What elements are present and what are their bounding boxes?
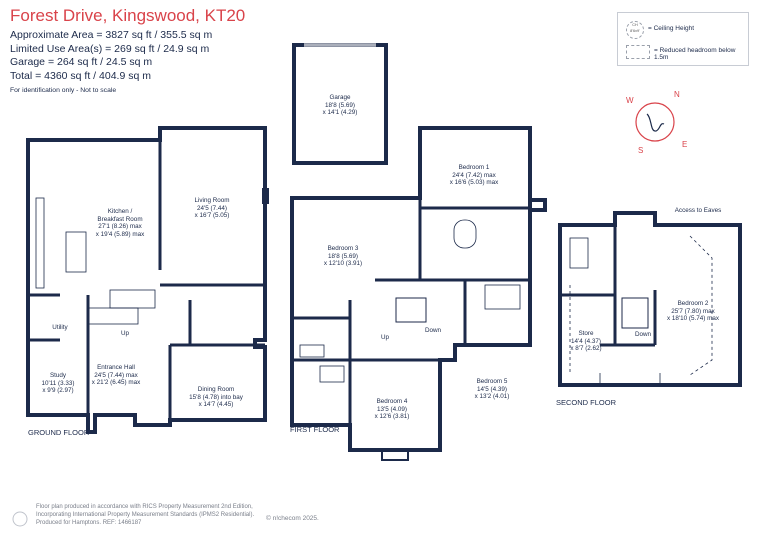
second-floor-stairwell [621,297,649,329]
second-floor-label: SECOND FLOOR [556,398,617,407]
reduced-headroom-icon [626,45,650,59]
header: Forest Drive, Kingswood, KT20 Approximat… [10,6,245,94]
first-floor-walls [290,126,547,452]
area-total: Total = 4360 sq ft / 404.9 sq m [10,69,151,82]
access-to-eaves: Access to Eaves [674,207,722,214]
area-approximate: Approximate Area = 3827 sq ft / 355.5 sq… [10,29,213,41]
stairs-up-first: Up [380,334,390,341]
room-utility: Utility [52,324,68,331]
stairs-down-first: Down [424,327,442,334]
first-floor-stairwell [395,297,427,323]
area-limited-use: Limited Use Area(s) = 269 sq ft / 24.9 s… [10,42,210,55]
kitchen-counter [35,197,45,289]
bath-ff [453,219,477,249]
second-floor-walls [558,211,742,387]
legend-box: CH 8'6x9' = Ceiling Height = Reduced hea… [617,12,749,66]
compass-w: W [626,96,634,105]
area-garage: Garage = 264 sq ft / 24.5 sq m [10,56,153,68]
reduced-headroom-label: = Reduced headroom below 1.5m [654,47,736,61]
compass-e: E [682,140,688,149]
stairs-down-second: Down [634,331,652,338]
kitchen-island [65,231,87,273]
compass-s: S [638,146,644,155]
brand-icon [12,511,28,527]
ceiling-height-label: = Ceiling Height [648,25,695,32]
compass-n: N [674,90,680,99]
stairs-up-ground: Up [120,330,130,337]
compass-ring [635,102,675,142]
property-title: Forest Drive, Kingswood, KT20 [10,6,246,25]
scale-note: For identification only - Not to scale [10,87,117,94]
brand-copyright: © n!checom 2025. [266,515,319,522]
first-floor-label: FIRST FLOOR [290,425,340,434]
ceiling-height-icon: CH 8'6x9' [626,21,644,39]
footer-text: Floor plan produced in accordance with R… [36,504,255,526]
ground-floor-label: GROUND FLOOR [28,428,90,437]
